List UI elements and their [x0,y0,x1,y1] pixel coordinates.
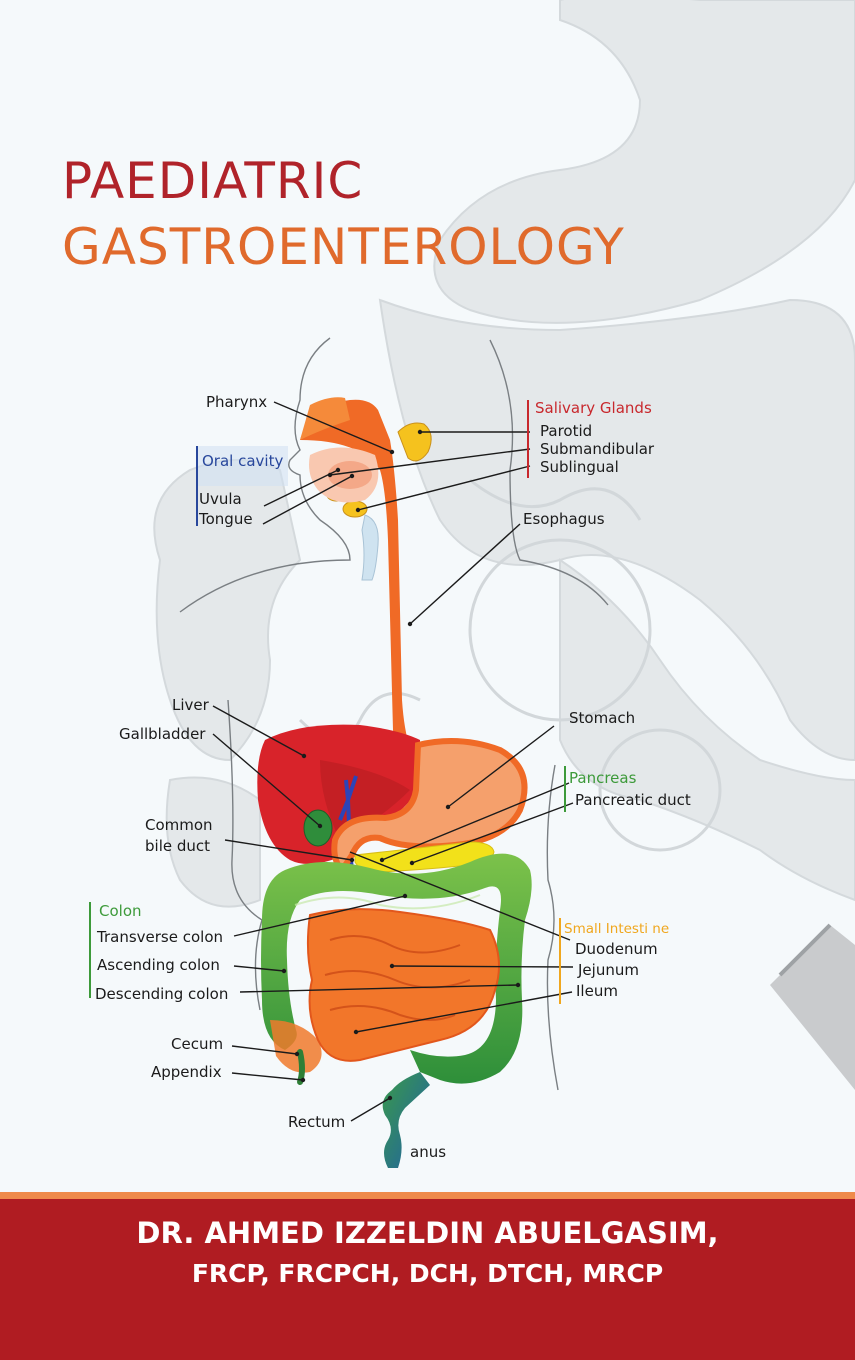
esophagus [300,397,430,772]
label-anus: anus [410,1143,446,1161]
label-uvula: Uvula [199,490,242,508]
label-jejunum: Jejunum [577,961,639,979]
body-outline [179,337,609,1091]
stomach [331,738,528,875]
label-pharynx: Pharynx [206,393,267,411]
label-tongue: Tongue [198,510,253,528]
oral-cavity [309,447,379,581]
label-common: Common [145,816,213,834]
label-liver: Liver [172,696,210,714]
label-appendix: Appendix [151,1063,222,1081]
leader-dots [281,429,521,1101]
label-small-intestine: Small Intesti ne [564,921,669,937]
title-line-2: GASTROENTEROLOGY [62,218,625,276]
small-intestine [306,908,500,1062]
label-pancreatic-duct: Pancreatic duct [575,791,691,809]
label-esophagus: Esophagus [523,510,605,528]
label-ascending-colon: Ascending colon [97,956,220,974]
label-oral-cavity: Oral cavity [202,452,283,470]
label-parotid: Parotid [540,422,592,440]
label-salivary-glands: Salivary Glands [535,399,652,417]
leader-lines [212,401,574,1122]
colon [261,853,532,1085]
label-duodenum: Duodenum [575,940,658,958]
label-pancreas: Pancreas [569,769,637,787]
rectum [382,1072,430,1168]
label-gallbladder: Gallbladder [119,725,206,743]
author-band: DR. AHMED IZZELDIN ABUELGASIM, FRCP, FRC… [0,1192,855,1360]
author-name: DR. AHMED IZZELDIN ABUELGASIM, [136,1216,719,1250]
label-cecum: Cecum [171,1035,223,1053]
label-colon: Colon [99,902,142,920]
background-digestive-illustration [153,0,855,1090]
author-credentials: FRCP, FRCPCH, DCH, DTCH, MRCP [191,1259,664,1288]
label-transverse-colon: Transverse colon [96,928,223,946]
label-bile-duct: bile duct [145,837,210,855]
label-stomach: Stomach [569,709,635,727]
label-submandibular: Submandibular [540,440,655,458]
label-rectum: Rectum [288,1113,345,1131]
label-sublingual: Sublingual [540,458,619,476]
label-descending-colon: Descending colon [95,985,228,1003]
label-ileum: Ileum [576,982,618,1000]
digestive-system-diagram: Pharynx Oral cavity Uvula Tongue Salivar… [89,337,691,1168]
title-line-1: PAEDIATRIC [62,152,364,210]
